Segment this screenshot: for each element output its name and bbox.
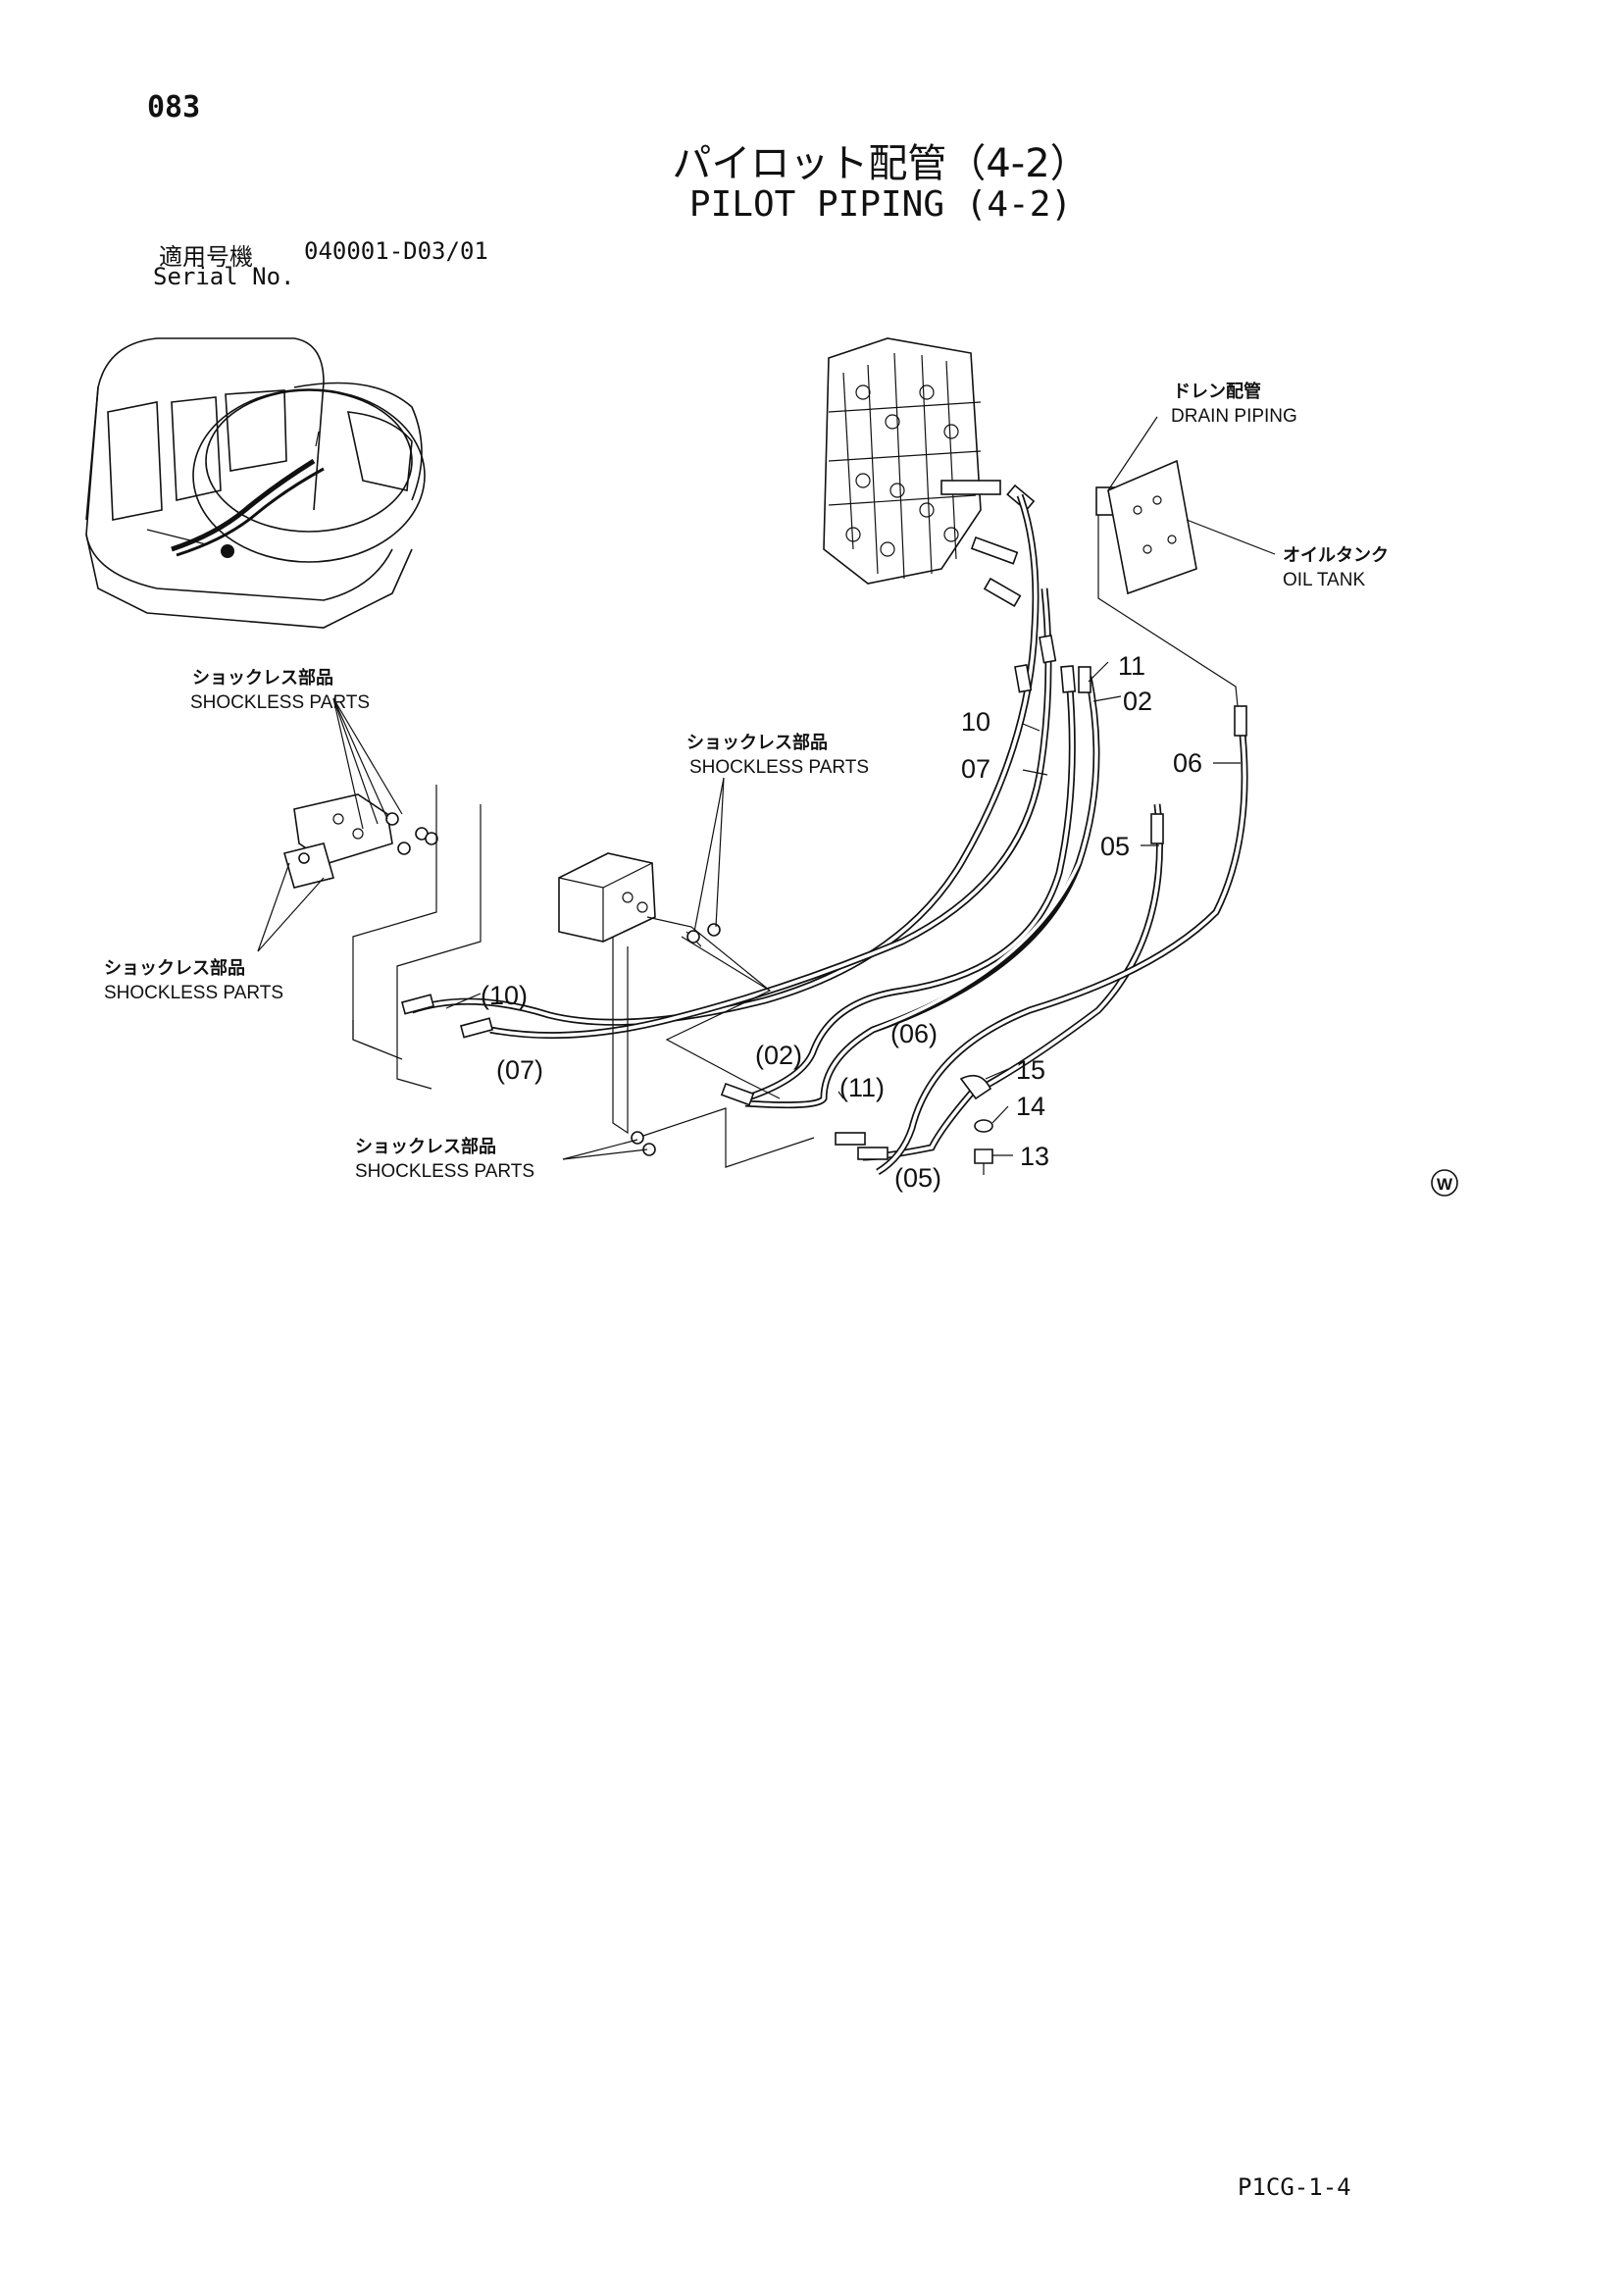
part-number-11: 11 bbox=[1118, 651, 1145, 681]
part-number-10: 10 bbox=[961, 707, 990, 737]
shockless-valve-block bbox=[558, 852, 815, 1168]
control-valve-block bbox=[823, 337, 1036, 607]
serial-number-value: 040001-D03/01 bbox=[304, 237, 488, 265]
part-reference-07: (07) bbox=[496, 1055, 543, 1085]
clamp-hardware bbox=[959, 1074, 993, 1175]
part-reference-02: (02) bbox=[755, 1041, 802, 1070]
shockless-label-center-en: SHOCKLESS PARTS bbox=[689, 757, 869, 778]
oil-tank-label-jp: オイルタンク bbox=[1283, 545, 1389, 565]
part-number-05: 05 bbox=[1100, 832, 1130, 861]
part-reference-06: (06) bbox=[890, 1019, 938, 1048]
part-number-13: 13 bbox=[1020, 1142, 1049, 1171]
page-number: 083 bbox=[147, 90, 201, 125]
shockless-label-left-en: SHOCKLESS PARTS bbox=[104, 983, 283, 1003]
oil-tank-label-en: OIL TANK bbox=[1283, 570, 1365, 590]
shockless-label-center-jp: ショックレス部品 bbox=[686, 732, 828, 752]
part-reference-05: (05) bbox=[894, 1163, 941, 1193]
circled-w-letter: W bbox=[1437, 1175, 1453, 1194]
part-number-15: 15 bbox=[1016, 1055, 1045, 1085]
page-title-english: PILOT PIPING (4-2) bbox=[688, 184, 1073, 225]
drain-piping-label-jp: ドレン配管 bbox=[1173, 381, 1261, 401]
shockless-label-bottom-en: SHOCKLESS PARTS bbox=[355, 1161, 534, 1182]
serial-label-japanese: 適用号機 bbox=[159, 243, 253, 271]
page-title-japanese: パイロット配管（4-2） bbox=[672, 141, 1090, 186]
part-reference-11: (11) bbox=[839, 1073, 885, 1102]
shockless-parts-left bbox=[283, 785, 482, 1090]
excavator-overview-illustration bbox=[85, 337, 426, 629]
shockless-label-top-left-en: SHOCKLESS PARTS bbox=[190, 692, 370, 713]
circled-w-mark: W bbox=[1431, 1169, 1458, 1197]
part-number-07: 07 bbox=[961, 754, 990, 784]
shockless-label-top-left-jp: ショックレス部品 bbox=[192, 667, 333, 688]
part-number-06: 06 bbox=[1173, 748, 1202, 778]
leader-lines bbox=[257, 661, 1241, 1160]
footer-page-code: P1CG-1-4 bbox=[1238, 2173, 1351, 2201]
drain-piping-assembly bbox=[1095, 416, 1276, 707]
pilot-hoses bbox=[401, 493, 1248, 1176]
part-number-14: 14 bbox=[1016, 1092, 1045, 1121]
shockless-label-left-jp: ショックレス部品 bbox=[104, 957, 245, 978]
shockless-label-bottom-jp: ショックレス部品 bbox=[355, 1136, 496, 1156]
drain-piping-label-en: DRAIN PIPING bbox=[1171, 406, 1297, 427]
part-reference-10: (10) bbox=[481, 981, 528, 1010]
serial-label-english: Serial No. bbox=[153, 263, 295, 290]
part-number-02: 02 bbox=[1123, 687, 1152, 716]
